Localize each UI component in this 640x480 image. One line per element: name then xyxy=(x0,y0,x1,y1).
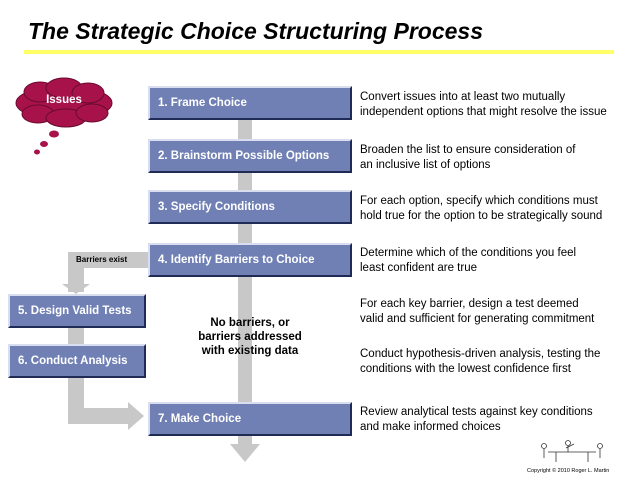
no-barriers-line: No barriers, or xyxy=(210,317,290,329)
step-brainstorm-options: 2. Brainstorm Possible Options xyxy=(148,139,352,173)
cloud-bubble-large xyxy=(49,130,59,138)
step-design-tests: 5. Design Valid Tests xyxy=(8,294,146,328)
step-label: 7. Make Choice xyxy=(158,413,242,425)
description-line: For each option, specify which condition… xyxy=(360,195,598,207)
issues-cloud xyxy=(15,77,113,128)
step-description: Determine which of the conditions you fe… xyxy=(360,246,635,276)
barriers-arrow-head xyxy=(62,284,90,294)
barriers-exist-label: Barriers exist xyxy=(76,255,128,264)
cloud-bubble-small xyxy=(34,149,40,155)
description-line: valid and sufficient for generating comm… xyxy=(360,313,595,325)
step-identify-barriers: 4. Identify Barriers to Choice xyxy=(148,243,352,277)
step-label: 2. Brainstorm Possible Options xyxy=(158,150,330,162)
description-line: Review analytical tests against key cond… xyxy=(360,406,593,418)
analysis-arrow-head xyxy=(128,402,144,430)
description-line: Conduct hypothesis-driven analysis, test… xyxy=(360,348,601,360)
no-barriers-line: with existing data xyxy=(201,345,299,357)
step-label: 4. Identify Barriers to Choice xyxy=(158,254,315,266)
step-make-choice: 7. Make Choice xyxy=(148,402,352,436)
step-label: 1. Frame Choice xyxy=(158,97,247,109)
analysis-arrow-horizontal xyxy=(68,408,130,424)
step-label: 3. Specify Conditions xyxy=(158,201,275,213)
step-description: Convert issues into at least two mutuall… xyxy=(360,90,635,120)
description-line: and make informed choices xyxy=(360,421,501,433)
title-underline xyxy=(24,50,614,54)
copyright-notice: Copyright © 2010 Roger L. Martin xyxy=(527,468,610,474)
team-table-illustration xyxy=(541,440,603,462)
description-line: conditions with the lowest confidence fi… xyxy=(360,363,571,375)
barriers-arrow-vertical xyxy=(68,252,84,292)
description-line: an inclusive list of options xyxy=(360,159,491,171)
step-description: Broaden the list to ensure consideration… xyxy=(360,143,635,173)
step-label: 6. Conduct Analysis xyxy=(18,355,128,367)
step-description: Conduct hypothesis-driven analysis, test… xyxy=(360,347,635,377)
tests-to-analysis-connector xyxy=(68,328,84,344)
description-line: Convert issues into at least two mutuall… xyxy=(360,91,566,103)
page-title: The Strategic Choice Structuring Process xyxy=(28,18,484,44)
description-line: Determine which of the conditions you fe… xyxy=(360,247,577,259)
step-description: For each key barrier, design a test deem… xyxy=(360,297,635,327)
step-conduct-analysis: 6. Conduct Analysis xyxy=(8,344,146,378)
no-barriers-line: barriers addressed xyxy=(198,331,302,343)
description-line: least confident are true xyxy=(360,262,477,274)
description-line: independent options that might resolve t… xyxy=(360,106,607,118)
issues-label: Issues xyxy=(46,94,82,106)
description-line: For each key barrier, design a test deem… xyxy=(360,298,579,310)
barriers-arrow-horizontal xyxy=(68,252,150,268)
step-frame-choice: 1. Frame Choice xyxy=(148,86,352,120)
description-line: Broaden the list to ensure consideration… xyxy=(360,144,576,156)
step-description: Review analytical tests against key cond… xyxy=(360,405,635,435)
main-arrow-head xyxy=(230,444,260,462)
description-line: hold true for the option to be strategic… xyxy=(360,210,603,222)
cloud-bubble-medium xyxy=(40,141,48,147)
step-label: 5. Design Valid Tests xyxy=(18,305,132,317)
no-barriers-label: No barriers, or barriers addressed with … xyxy=(180,316,320,358)
step-description: For each option, specify which condition… xyxy=(360,194,635,224)
step-specify-conditions: 3. Specify Conditions xyxy=(148,190,352,224)
